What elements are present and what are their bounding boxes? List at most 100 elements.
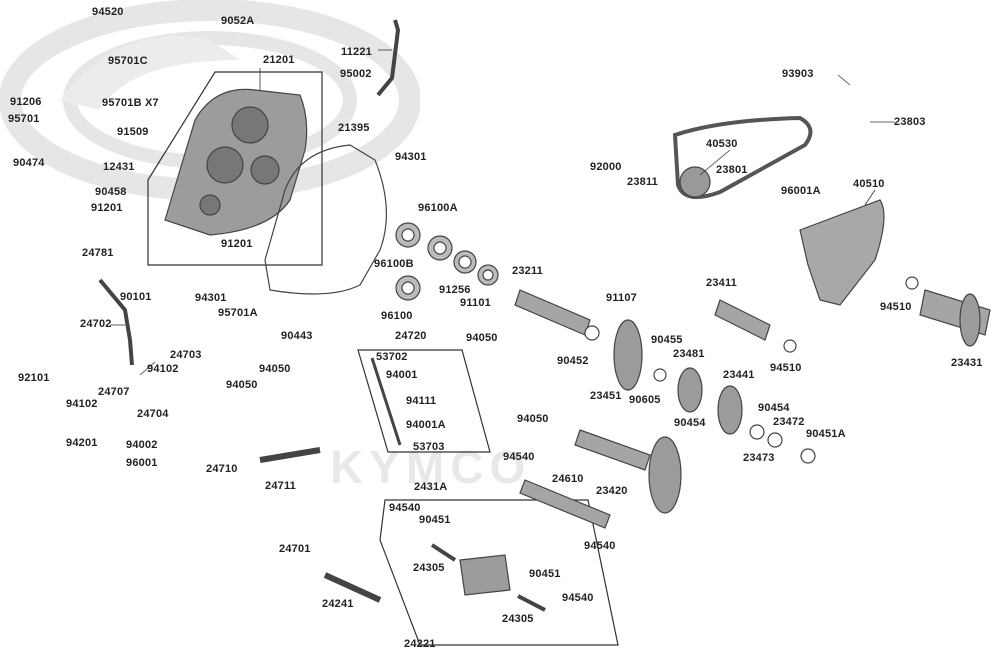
- part-label-94540-c: 94540: [584, 540, 616, 552]
- part-label-91509: 91509: [117, 126, 149, 138]
- leader-lines: [110, 49, 895, 376]
- part-label-24241: 24241: [322, 598, 354, 610]
- part-label-23431: 23431: [951, 357, 983, 369]
- shafts: [514, 289, 991, 529]
- part-label-90454-left: 90454: [674, 417, 706, 429]
- part-label-95701c: 95701C: [108, 55, 148, 67]
- part-label-23811: 23811: [627, 176, 658, 188]
- part-label-92000: 92000: [590, 161, 622, 173]
- part-label-96100b: 96100B: [374, 258, 414, 270]
- part-label-24710: 24710: [206, 463, 238, 475]
- part-label-90451-a: 90451: [419, 514, 451, 526]
- breather-tube-part: [376, 19, 401, 97]
- bearings: [395, 222, 499, 301]
- part-label-23801: 23801: [716, 164, 748, 176]
- part-label-96001a: 96001A: [781, 185, 821, 197]
- part-label-21201: 21201: [263, 54, 295, 66]
- part-label-24305-a: 24305: [413, 562, 445, 574]
- part-label-94050-a: 94050: [466, 332, 498, 344]
- part-label-95701a: 95701A: [218, 307, 258, 319]
- part-label-94540-a: 94540: [503, 451, 535, 463]
- part-label-23803: 23803: [894, 116, 926, 128]
- part-label-24305-b: 24305: [502, 613, 534, 625]
- part-label-95701b: 95701B X7: [102, 97, 159, 109]
- gasket-part: [264, 144, 387, 295]
- part-label-91101: 91101: [460, 297, 491, 309]
- part-label-94102-top: 94102: [147, 363, 179, 375]
- part-label-40530: 40530: [706, 138, 738, 150]
- part-label-91256: 91256: [439, 284, 471, 296]
- part-label-24720: 24720: [395, 330, 427, 342]
- gears: [613, 293, 981, 514]
- part-label-2431a: 2431A: [414, 481, 448, 493]
- kick-lever-part: [98, 278, 134, 366]
- cover-group-frame: [147, 71, 323, 266]
- part-label-94540-b: 94540: [389, 502, 421, 514]
- part-label-90101: 90101: [120, 291, 152, 303]
- springs-part: [430, 543, 546, 612]
- part-label-90451a-cap: 90451A: [806, 428, 846, 440]
- chain-cover-part: [799, 199, 885, 306]
- part-label-94002: 94002: [126, 439, 158, 451]
- part-label-94050-c: 94050: [226, 379, 258, 391]
- part-label-92101: 92101: [18, 372, 50, 384]
- part-label-24701: 24701: [279, 543, 311, 555]
- part-label-94050-d: 94050: [517, 413, 549, 425]
- watermark-brand-text: KYMCO: [330, 441, 532, 493]
- part-label-90452: 90452: [557, 355, 589, 367]
- transmission-cover-part: [164, 88, 308, 236]
- part-label-96100: 96100: [381, 310, 413, 322]
- part-label-93903: 93903: [782, 68, 814, 80]
- part-label-94201: 94201: [66, 437, 98, 449]
- part-label-96001: 96001: [126, 457, 158, 469]
- shift-fork-shaft-part: [323, 572, 382, 603]
- part-label-9052a: 9052A: [221, 15, 255, 27]
- part-label-94510-mid: 94510: [770, 362, 802, 374]
- part-label-94111: 94111: [406, 395, 437, 407]
- sprocket-part: [679, 166, 711, 198]
- part-label-95701: 95701: [8, 113, 40, 125]
- part-label-21395: 21395: [338, 122, 370, 134]
- part-label-94520: 94520: [92, 6, 124, 18]
- part-label-12431: 12431: [103, 161, 135, 173]
- part-label-91206: 91206: [10, 96, 42, 108]
- part-label-94301-top: 94301: [395, 151, 427, 163]
- part-label-90451-b: 90451: [529, 568, 561, 580]
- shift-drum-body-part: [459, 554, 511, 596]
- part-label-23441: 23441: [723, 369, 755, 381]
- part-label-24704: 24704: [137, 408, 169, 420]
- shift-drum-part: [370, 357, 402, 446]
- part-label-91201-cover: 91201: [221, 238, 253, 250]
- part-label-11221: 11221: [341, 46, 372, 58]
- part-label-53703: 53703: [413, 441, 445, 453]
- part-label-24610: 24610: [552, 473, 584, 485]
- part-label-90455: 90455: [651, 334, 683, 346]
- part-label-24703: 24703: [170, 349, 202, 361]
- part-label-24707: 24707: [98, 386, 130, 398]
- part-label-24711: 24711: [265, 480, 296, 492]
- part-label-94301-mid: 94301: [195, 292, 227, 304]
- part-label-90605: 90605: [629, 394, 661, 406]
- part-label-94102-bottom: 94102: [66, 398, 98, 410]
- part-label-24221: 24221: [404, 638, 436, 650]
- part-label-90454-right: 90454: [758, 402, 790, 414]
- part-label-94540-d: 94540: [562, 592, 594, 604]
- washers: [584, 276, 919, 464]
- part-label-40510: 40510: [853, 178, 885, 190]
- shift-drum-group-frame: [357, 349, 491, 453]
- part-label-90458: 90458: [95, 186, 127, 198]
- part-label-94001a: 94001A: [406, 419, 446, 431]
- part-label-91201-left: 91201: [91, 202, 123, 214]
- part-label-23420: 23420: [596, 485, 628, 497]
- part-label-23211: 23211: [512, 265, 543, 277]
- part-label-95002: 95002: [340, 68, 372, 80]
- part-label-23451: 23451: [590, 390, 622, 402]
- part-label-94510-right: 94510: [880, 301, 912, 313]
- part-label-24702: 24702: [80, 318, 112, 330]
- part-label-90474: 90474: [13, 157, 45, 169]
- part-label-23473: 23473: [743, 452, 775, 464]
- part-label-94050-b: 94050: [259, 363, 291, 375]
- part-label-23411: 23411: [706, 277, 737, 289]
